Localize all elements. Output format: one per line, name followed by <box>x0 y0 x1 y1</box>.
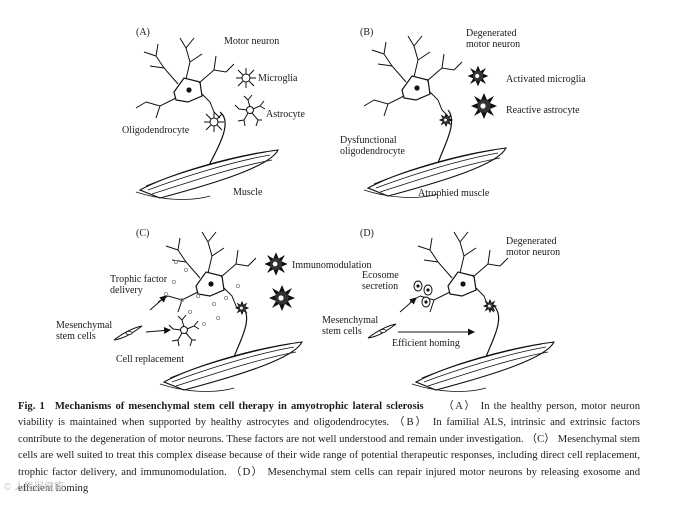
muscle-illustration-c <box>159 341 303 392</box>
degenerated-label-line1: Degenerated <box>466 28 517 39</box>
msc-label-d-line1: Mesenchymal <box>322 315 378 326</box>
cell-replacement-arrow <box>145 327 171 334</box>
reactive-astrocyte-label: Reactive astrocyte <box>506 105 580 116</box>
exosome-vesicles <box>413 280 433 308</box>
astrocyte-label: Astrocyte <box>266 109 305 120</box>
muscle-illustration-d <box>411 341 555 392</box>
watermark-text: © 人民网健康 <box>4 482 65 493</box>
motor-neuron-label: Motor neuron <box>224 36 279 47</box>
degenerated-label-d-line1: Degenerated <box>506 236 557 247</box>
ecosome-label-line1: Ecosome <box>362 270 399 281</box>
stem-cell-c <box>113 325 143 341</box>
muscle-label: Muscle <box>233 187 263 198</box>
activated-microglia-label: Activated microglia <box>506 74 586 85</box>
trophic-arrow <box>149 295 167 311</box>
panel-b: (B) Degenerated motor neuron Activated m… <box>340 27 586 199</box>
replacement-astrocyte-cell <box>168 314 200 347</box>
panel-c: (C) Trophic factor delivery Immunomodula… <box>56 228 371 392</box>
microglia-cell <box>235 67 257 89</box>
panel-b-label: (B) <box>360 27 373 38</box>
msc-label-d-line2: stem cells <box>322 326 362 337</box>
immunomodulation-label: Immunomodulation <box>292 260 371 271</box>
oligodendrocyte-label: Oligodendrocyte <box>122 125 190 136</box>
figure-title: Mechanisms of mesenchymal stem cell ther… <box>54 401 424 412</box>
oligodendrocyte-cell <box>203 111 225 133</box>
microglia-label: Microglia <box>258 73 298 84</box>
degenerated-label-line2: motor neuron <box>466 39 520 50</box>
reactive-astrocyte-cell <box>471 93 497 119</box>
motor-neuron-cell <box>135 37 235 119</box>
dysfunctional-label-line2: oligodendrocyte <box>340 146 406 157</box>
astrocyte-cell <box>234 94 266 127</box>
panel-a-label: (A) <box>136 27 150 38</box>
panel-a: (A) Motor neuron Microglia Astrocyte Oli… <box>122 27 305 201</box>
ecosome-label-line2: secretion <box>362 281 398 292</box>
figure-caption-body: （A） In the healthy person, motor neuron … <box>18 401 640 495</box>
panel-d: (D) Degenerated motor neuron Ecosome sec… <box>322 228 560 392</box>
stem-cell-d <box>367 323 397 339</box>
panel-d-label: (D) <box>360 228 374 239</box>
efficient-homing-label: Efficient homing <box>392 338 460 349</box>
immunomodulation-astrocyte-cell <box>269 285 295 311</box>
dysfunctional-oligodendrocyte-cell <box>438 112 454 128</box>
oligodendrocyte-cell-c <box>234 300 250 316</box>
figure-number: Fig. 1 <box>18 401 45 412</box>
atrophied-muscle-label: Atrophied muscle <box>418 188 490 199</box>
degenerated-label-d-line2: motor neuron <box>506 247 560 258</box>
figure-illustration: (A) Motor neuron Microglia Astrocyte Oli… <box>56 27 586 392</box>
panel-c-label: (C) <box>136 228 149 239</box>
ecosome-arrow <box>399 297 417 313</box>
activated-microglia-cell <box>467 65 489 87</box>
trophic-factor-dots <box>163 259 240 326</box>
immunomodulation-microglia-cell <box>264 252 288 276</box>
trophic-label-line2: delivery <box>110 285 143 296</box>
degenerated-neuron-cell <box>363 35 463 117</box>
dysfunctional-label-line1: Dysfunctional <box>340 135 397 146</box>
neuron-cell-c <box>157 231 257 313</box>
figure-caption: Fig. 1 Mechanisms of mesenchymal stem cel… <box>18 399 640 497</box>
cell-replacement-label: Cell replacement <box>116 354 184 365</box>
msc-label-c-line2: stem cells <box>56 331 96 342</box>
msc-label-c-line1: Mesenchymal <box>56 320 112 331</box>
oligodendrocyte-cell-d <box>482 298 498 314</box>
trophic-label-line1: Trophic factor <box>110 274 168 285</box>
